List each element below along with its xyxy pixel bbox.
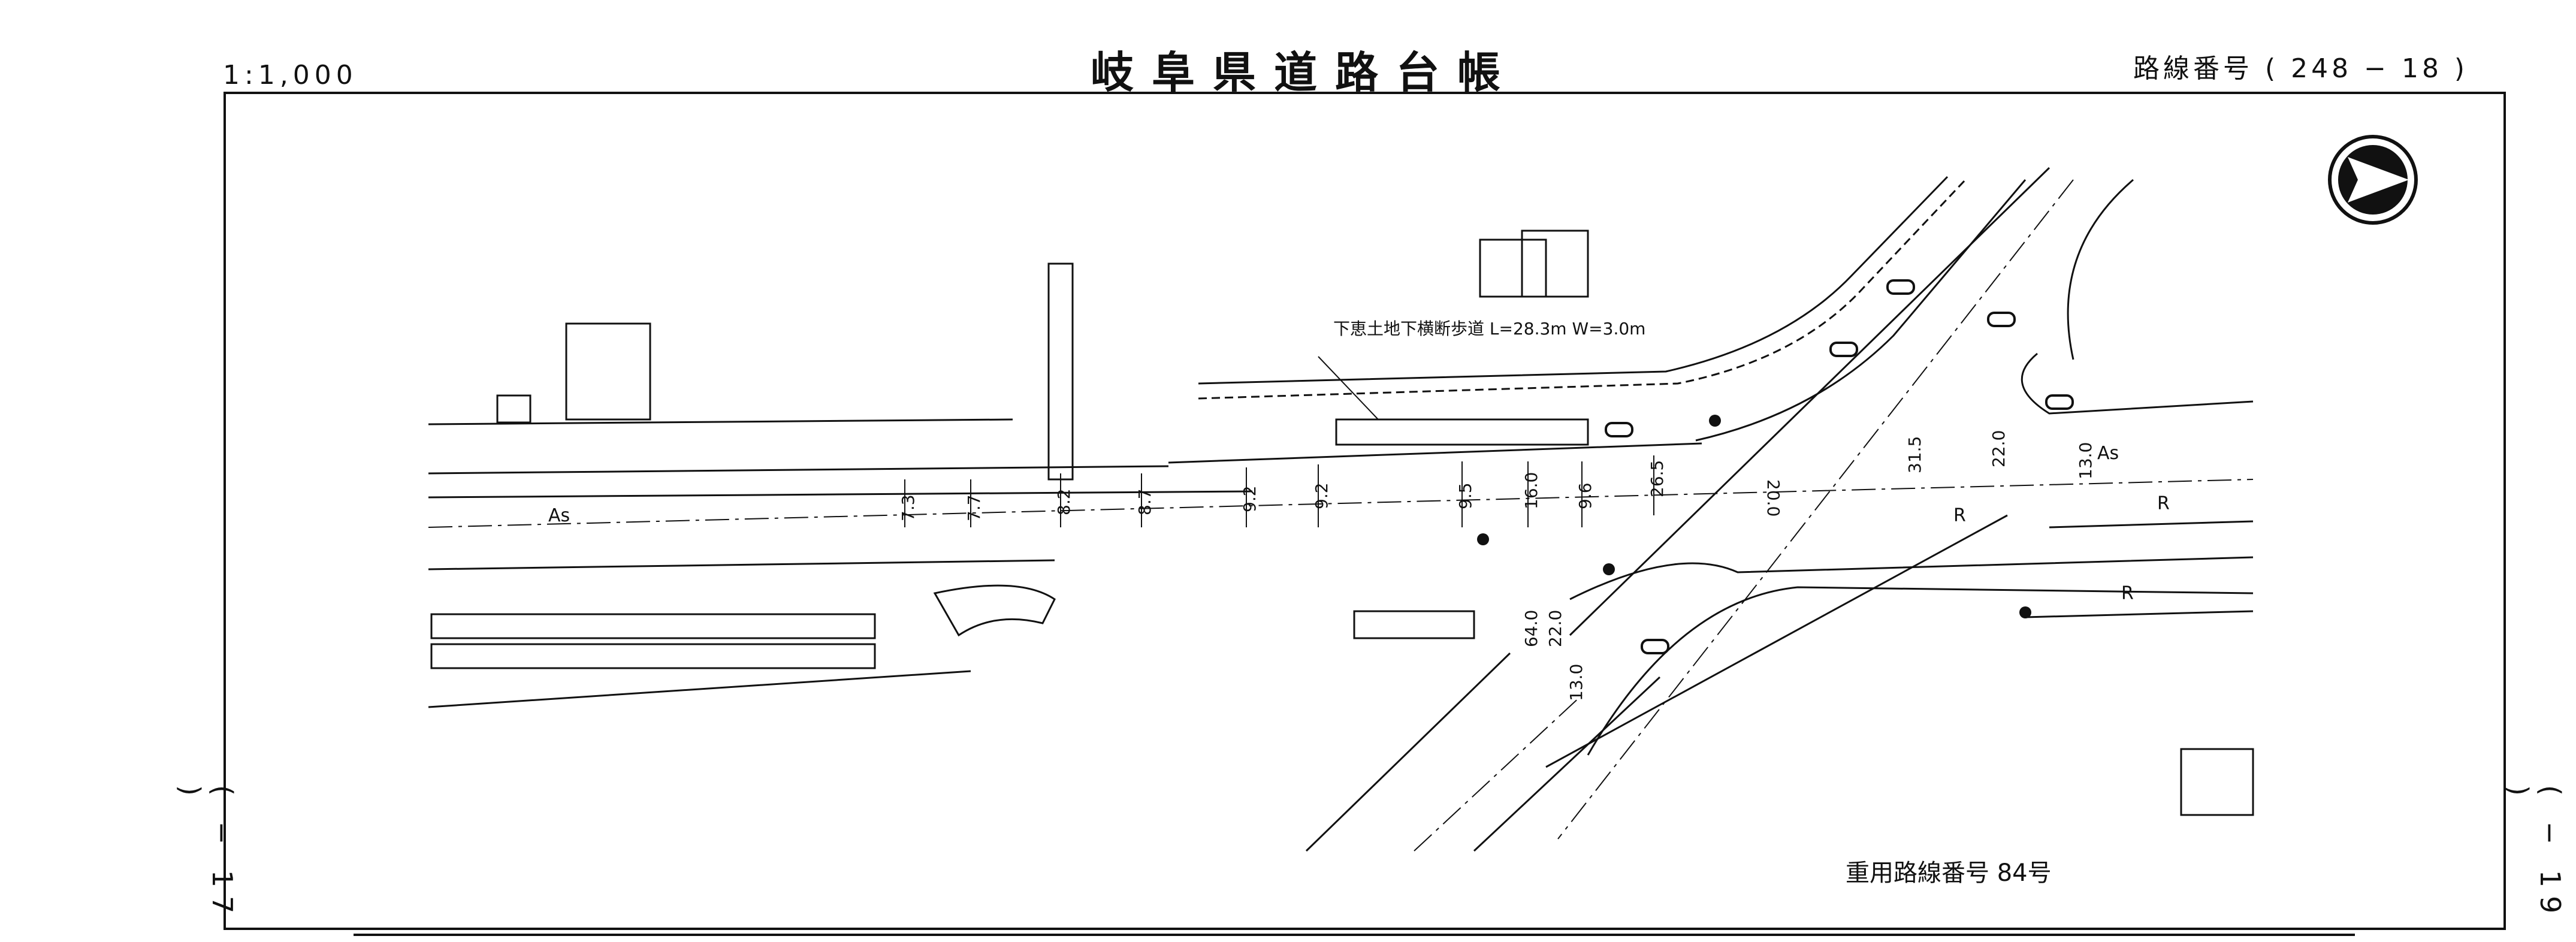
width-ticks bbox=[904, 455, 1654, 527]
width-label: 9.6 bbox=[1575, 482, 1595, 509]
utility-marker-icon bbox=[1477, 533, 1489, 545]
width-label: 8.7 bbox=[1135, 488, 1155, 515]
utility-marker-icon bbox=[1709, 415, 1721, 427]
width-label: 22.0 bbox=[1545, 610, 1565, 647]
width-label: 7.3 bbox=[898, 494, 918, 521]
map-title: 岐阜県道路台帳 bbox=[1091, 47, 1519, 98]
traffic-signal-icon bbox=[1886, 279, 1915, 295]
utility-marker-icon bbox=[1603, 563, 1615, 575]
diagonal-road-centerline bbox=[1414, 179, 2074, 852]
width-label: 8.2 bbox=[1054, 488, 1074, 515]
width-label: 20.0 bbox=[1763, 479, 1783, 517]
traffic-signal-icon bbox=[2045, 394, 2074, 410]
previous-page-number: ( − 17 ) bbox=[174, 785, 238, 922]
next-page-number: ( − 19 ) bbox=[2502, 785, 2566, 922]
width-label: 22.0 bbox=[1989, 430, 2009, 467]
width-label: 9.2 bbox=[1312, 482, 1331, 509]
north-arrow-icon bbox=[2328, 135, 2418, 225]
route-number: 路線番号 ( 248 − 18 ) bbox=[2133, 53, 2469, 84]
utility-marker-icon bbox=[2019, 606, 2031, 618]
underpass-leader bbox=[1318, 356, 1379, 420]
east-side-curbs bbox=[1569, 179, 2254, 756]
width-label: 64.0 bbox=[1521, 610, 1541, 647]
frontage-road-north bbox=[1168, 176, 2027, 464]
main-road-centerline bbox=[428, 479, 2254, 528]
pedestrian-underpass bbox=[1335, 418, 1589, 446]
road-mark-r-3: R bbox=[2121, 583, 2134, 604]
width-label: 13.0 bbox=[2076, 442, 2095, 479]
road-mark-r-2: R bbox=[2157, 493, 2170, 514]
traffic-signal-icon bbox=[1605, 422, 1633, 437]
main-road-west bbox=[428, 418, 1253, 708]
map-scale: 1:1,000 bbox=[223, 60, 358, 90]
width-label: 16.0 bbox=[1521, 472, 1541, 509]
width-label: 9.2 bbox=[1240, 485, 1260, 512]
traffic-signals bbox=[1477, 279, 2074, 654]
width-label: 7.7 bbox=[964, 494, 984, 521]
traffic-signal-icon bbox=[1829, 342, 1858, 357]
overlap-route-label: 重用路線番号 84号 bbox=[1846, 859, 2052, 887]
pavement-label-east: As bbox=[2097, 443, 2119, 464]
width-label: 13.0 bbox=[1566, 664, 1586, 701]
traffic-signal-icon bbox=[1641, 639, 1669, 654]
diagonal-road bbox=[1305, 167, 2050, 852]
underpass-label: 下恵土地下横断歩道 L=28.3m W=3.0m bbox=[1333, 319, 1645, 339]
width-label: 9.5 bbox=[1455, 482, 1475, 509]
traffic-signal-icon bbox=[1987, 312, 2016, 327]
road-mark-r-1: R bbox=[1953, 505, 1966, 526]
width-label: 26.5 bbox=[1647, 460, 1667, 497]
parking-area bbox=[430, 584, 1056, 669]
pavement-label-west: As bbox=[548, 505, 570, 526]
map-frame bbox=[224, 92, 2506, 930]
width-label: 31.5 bbox=[1905, 436, 1925, 473]
buildings bbox=[496, 230, 2254, 816]
width-labels: 7.3 7.7 8.2 8.7 9.2 9.2 9.5 16.0 9.6 26.… bbox=[898, 430, 2095, 701]
